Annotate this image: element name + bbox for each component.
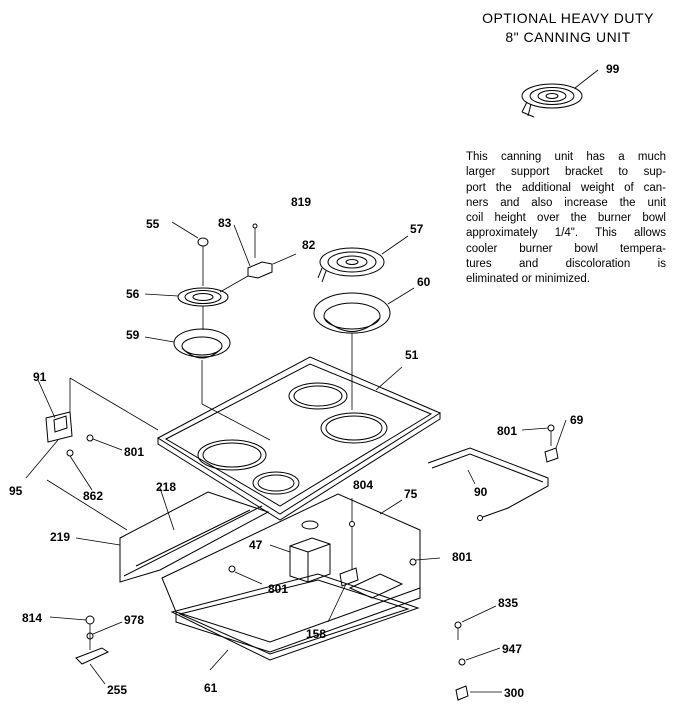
label-819: 819 (291, 195, 311, 209)
large-surface-unit (317, 235, 409, 283)
label-835: 835 (498, 596, 518, 610)
label-300: 300 (504, 686, 524, 700)
note-line: port the additional weight of can- (466, 181, 666, 194)
small-surface-unit (144, 287, 229, 330)
label-158: 158 (306, 627, 326, 641)
label-814: 814 (22, 611, 42, 625)
note-line: approximately 1/4". This allows (466, 227, 666, 240)
front-panel (75, 487, 270, 583)
label-60: 60 (417, 275, 431, 289)
bottom-pan (170, 573, 420, 671)
note-line: tures and discoloration is (466, 258, 666, 271)
part-55-cap (171, 221, 209, 286)
label-69: 69 (570, 413, 584, 427)
label-51: 51 (405, 348, 419, 362)
note-line: This canning unit has a much (466, 151, 666, 163)
label-99: 99 (606, 62, 620, 76)
title-line-2: 8" CANNING UNIT (505, 29, 631, 45)
canning-unit-note: This canning unit has a much larger supp… (466, 150, 666, 288)
title-line-1: OPTIONAL HEAVY DUTY (482, 10, 654, 26)
label-47: 47 (249, 538, 263, 552)
canning-unit-coil (521, 69, 599, 118)
label-801-right: 801 (452, 550, 472, 564)
label-90: 90 (474, 485, 488, 499)
label-862: 862 (83, 489, 103, 503)
label-255: 255 (107, 683, 127, 697)
burner-box (161, 493, 441, 653)
label-82: 82 (302, 238, 316, 252)
right-bottom-parts (454, 605, 502, 701)
terminal-block (219, 223, 297, 293)
label-218: 218 (156, 480, 176, 494)
left-bracket (25, 378, 123, 491)
label-978: 978 (124, 613, 144, 627)
label-57: 57 (410, 222, 424, 236)
note-line: larger support bracket to sup- (466, 166, 666, 179)
label-91: 91 (33, 370, 47, 384)
note-line: cooler burner bowl tempera- (466, 242, 666, 255)
note-line: ners and also increase the unit (466, 196, 666, 209)
note-line: eliminated or minimized. (466, 273, 590, 286)
label-801-left: 801 (124, 445, 144, 459)
label-83: 83 (218, 216, 232, 230)
label-61: 61 (204, 681, 218, 695)
label-75: 75 (404, 487, 418, 501)
wire-harness (427, 419, 567, 521)
label-219: 219 (50, 530, 70, 544)
label-801-top-right: 801 (497, 424, 517, 438)
large-burner-bowl (313, 287, 415, 410)
label-947: 947 (502, 642, 522, 656)
label-56: 56 (126, 287, 140, 301)
label-95: 95 (9, 484, 23, 498)
cooktop-panel (46, 356, 442, 531)
label-804: 804 (353, 478, 373, 492)
label-55: 55 (146, 217, 160, 231)
label-59: 59 (126, 328, 140, 342)
label-801-bottom: 801 (268, 582, 288, 596)
left-bottom-parts (49, 615, 123, 685)
note-line: coil height over the burner bowl (466, 212, 666, 225)
small-burner-bowl (144, 328, 271, 441)
